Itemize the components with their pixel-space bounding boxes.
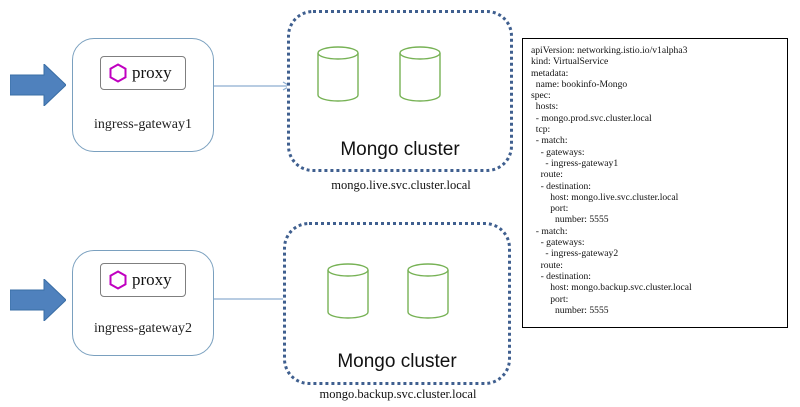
yaml-line: spec: xyxy=(531,90,551,102)
yaml-line: name: bookinfo-Mongo xyxy=(531,78,628,90)
yaml-line: apiVersion: networking.istio.io/v1alpha3 xyxy=(531,45,688,56)
yaml-line: - ingress-gateway1 xyxy=(531,157,619,169)
cluster-host-label: mongo.live.svc.cluster.local xyxy=(331,178,471,192)
hexagon-icon xyxy=(109,270,127,290)
proxy-badge: proxy xyxy=(100,263,186,297)
proxy-label: proxy xyxy=(132,63,172,82)
yaml-line: host: mongo.live.svc.cluster.local xyxy=(531,191,679,203)
inbound-arrow-1 xyxy=(10,64,66,106)
ingress-gateway-2-box: proxy ingress-gateway2 xyxy=(72,250,214,356)
gateway-name: ingress-gateway2 xyxy=(94,321,192,336)
mongo-cluster-live: Mongo cluster xyxy=(287,10,513,172)
connector-1 xyxy=(213,81,292,91)
yaml-line: route: xyxy=(531,169,563,181)
yaml-line: - destination: xyxy=(531,180,591,192)
yaml-line: - gateways: xyxy=(531,237,585,249)
cluster-host-label: mongo.backup.svc.cluster.local xyxy=(319,387,477,401)
gateway-name: ingress-gateway1 xyxy=(94,117,192,132)
yaml-line: port: xyxy=(531,293,569,305)
yaml-line: - destination: xyxy=(531,270,591,282)
yaml-line: number: 5555 xyxy=(531,304,609,316)
proxy-label: proxy xyxy=(132,270,172,289)
right-arrow-icon xyxy=(10,279,66,321)
virtual-service-yaml: apiVersion: networking.istio.io/v1alpha3… xyxy=(522,38,788,328)
database-icon xyxy=(399,46,441,102)
cluster-title: Mongo cluster xyxy=(337,351,457,372)
proxy-badge: proxy xyxy=(100,56,186,90)
yaml-line: - match: xyxy=(531,225,568,237)
yaml-line: route: xyxy=(531,259,563,271)
connector-2 xyxy=(213,294,292,304)
inbound-arrow-2 xyxy=(10,279,66,321)
yaml-line: - match: xyxy=(531,135,568,147)
yaml-line: metadata: xyxy=(531,67,569,79)
ingress-gateway-1-box: proxy ingress-gateway1 xyxy=(72,38,214,152)
hexagon-icon xyxy=(109,63,127,83)
mongo-cluster-backup: Mongo cluster xyxy=(283,222,511,385)
yaml-line: - mongo.prod.svc.cluster.local xyxy=(531,112,652,124)
cluster-title: Mongo cluster xyxy=(340,139,460,160)
yaml-line: kind: VirtualService xyxy=(531,56,609,68)
yaml-line: hosts: xyxy=(531,101,559,113)
yaml-line: - ingress-gateway2 xyxy=(531,248,619,260)
yaml-line: number: 5555 xyxy=(531,214,609,226)
database-icon xyxy=(407,263,449,319)
right-arrow-icon xyxy=(10,64,66,106)
yaml-line: port: xyxy=(531,203,569,215)
database-icon xyxy=(327,263,369,319)
yaml-line: - gateways: xyxy=(531,146,585,158)
yaml-line: tcp: xyxy=(531,124,551,136)
yaml-line: host: mongo.backup.svc.cluster.local xyxy=(531,282,692,294)
database-icon xyxy=(317,46,359,102)
